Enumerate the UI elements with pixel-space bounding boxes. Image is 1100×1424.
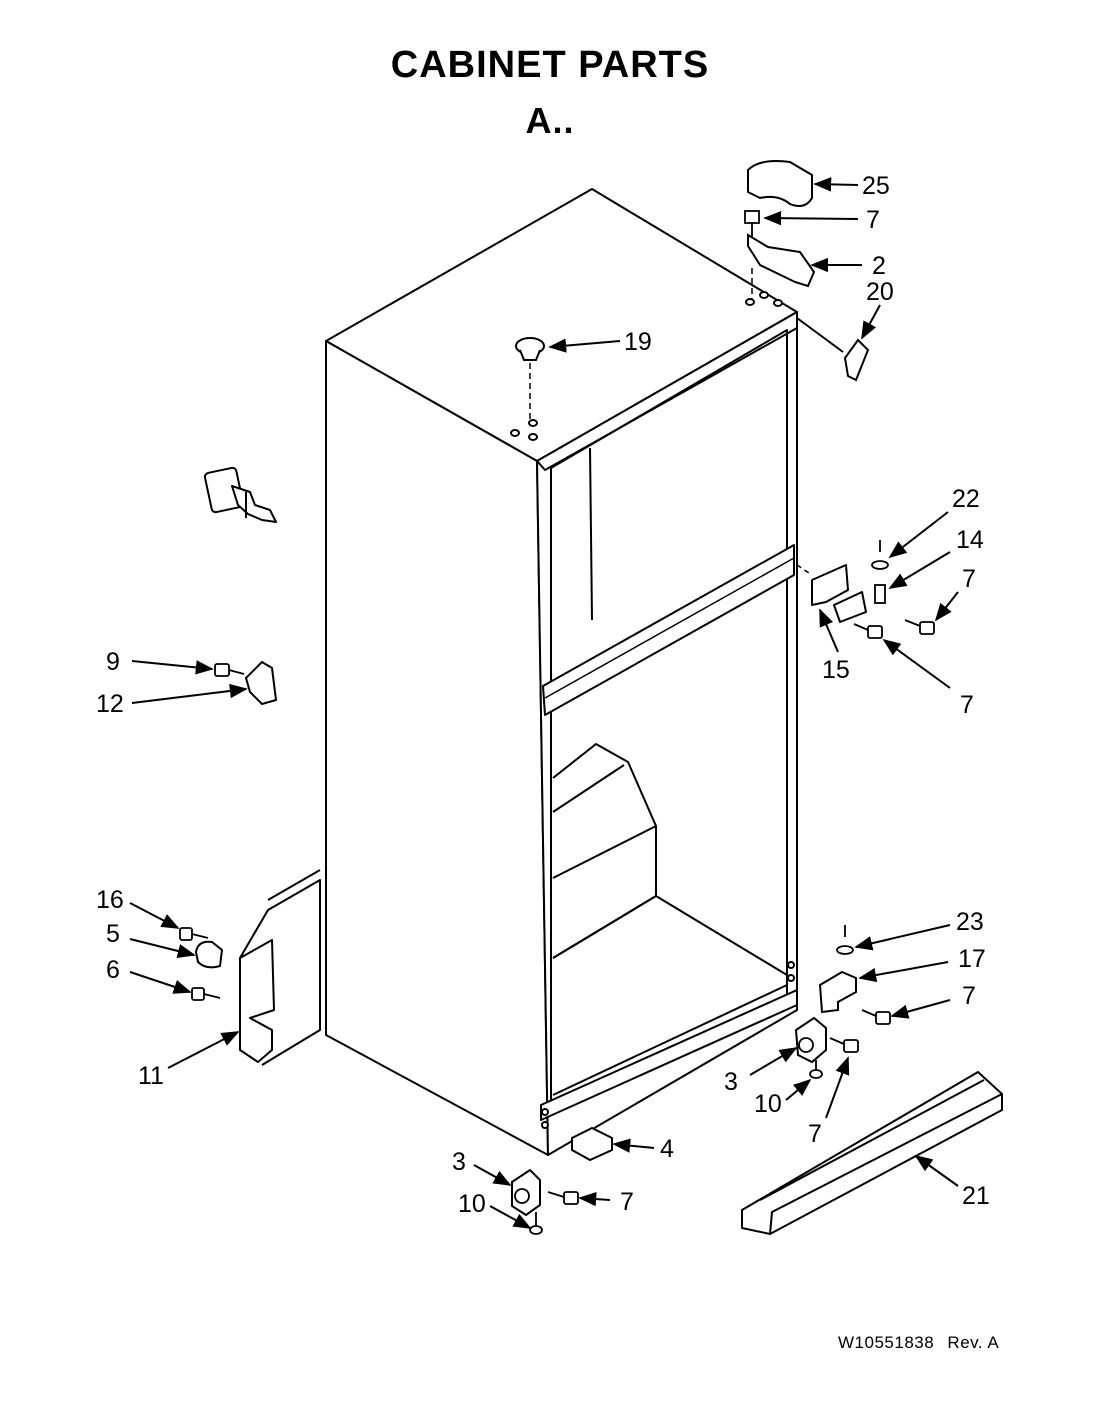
callout-19: 19 xyxy=(624,328,652,356)
clip-5 xyxy=(194,940,224,969)
callout-5: 5 xyxy=(106,920,120,948)
callout-9: 9 xyxy=(106,648,120,676)
callout-12: 12 xyxy=(96,690,124,718)
callout-4: 4 xyxy=(660,1135,674,1163)
callout-7-r1: 7 xyxy=(962,565,976,593)
leader-lines xyxy=(129,177,959,1229)
callout-labels: 25 7 2 20 19 22 14 7 15 7 9 12 16 5 6 11… xyxy=(96,172,990,1218)
center-hinge-15 xyxy=(811,564,867,623)
hinge-cover-25 xyxy=(747,160,813,207)
bracket-12 xyxy=(244,660,278,706)
page-title: CABINET PARTS xyxy=(390,44,710,86)
callout-6: 6 xyxy=(106,956,120,984)
callout-11: 11 xyxy=(138,1062,164,1090)
callout-16: 16 xyxy=(96,886,124,914)
screw-16 xyxy=(179,927,209,941)
hinge-pin-cover-20 xyxy=(843,338,870,382)
page-subtitle: A.. xyxy=(525,100,575,141)
callout-23: 23 xyxy=(956,908,984,936)
callout-7-top: 7 xyxy=(866,206,880,234)
leveling-screw-10-left xyxy=(529,1212,543,1235)
callout-20: 20 xyxy=(866,278,894,306)
part-number: W10551838 xyxy=(838,1333,935,1352)
hinge-bracket-11 xyxy=(239,869,321,1066)
screw-7-r4 xyxy=(829,1037,859,1053)
bottom-hinge-17 xyxy=(818,970,857,1014)
top-hinge-2 xyxy=(747,233,816,288)
washer-22 xyxy=(871,540,889,570)
spacer-4 xyxy=(571,1126,613,1162)
door-stop-part xyxy=(203,466,277,523)
callout-7-r3: 7 xyxy=(962,982,976,1010)
plug-button-19 xyxy=(515,337,545,361)
cabinet-body xyxy=(325,188,798,1156)
callout-22: 22 xyxy=(952,485,980,513)
callout-7-r4: 7 xyxy=(808,1120,822,1148)
revision-label: Rev. A xyxy=(947,1333,1000,1352)
callout-10-left: 10 xyxy=(458,1190,486,1218)
callout-3-left: 3 xyxy=(452,1148,466,1176)
screw-7-bottom xyxy=(547,1191,579,1205)
callout-10-right: 10 xyxy=(754,1090,782,1118)
callout-7-r2: 7 xyxy=(960,691,974,719)
leveling-screw-10-right xyxy=(809,1060,823,1079)
callout-7-bottom: 7 xyxy=(620,1188,634,1216)
callout-17: 17 xyxy=(958,945,986,973)
screw-6 xyxy=(191,987,221,1001)
screw-7-r1 xyxy=(904,619,935,635)
callout-14: 14 xyxy=(956,526,984,554)
callout-21: 21 xyxy=(962,1182,990,1210)
callout-15: 15 xyxy=(822,656,850,684)
callout-25: 25 xyxy=(862,172,890,200)
callout-3-right: 3 xyxy=(724,1068,738,1096)
washer-23 xyxy=(836,925,854,955)
screw-7-r3 xyxy=(861,1009,891,1025)
base-grille-21 xyxy=(741,1071,1003,1235)
document-footer: W10551838 Rev. A xyxy=(838,1333,999,1353)
screw-9 xyxy=(214,663,245,677)
screw-7-r2 xyxy=(853,623,883,639)
pin-14 xyxy=(874,584,886,604)
callout-2: 2 xyxy=(872,252,886,280)
